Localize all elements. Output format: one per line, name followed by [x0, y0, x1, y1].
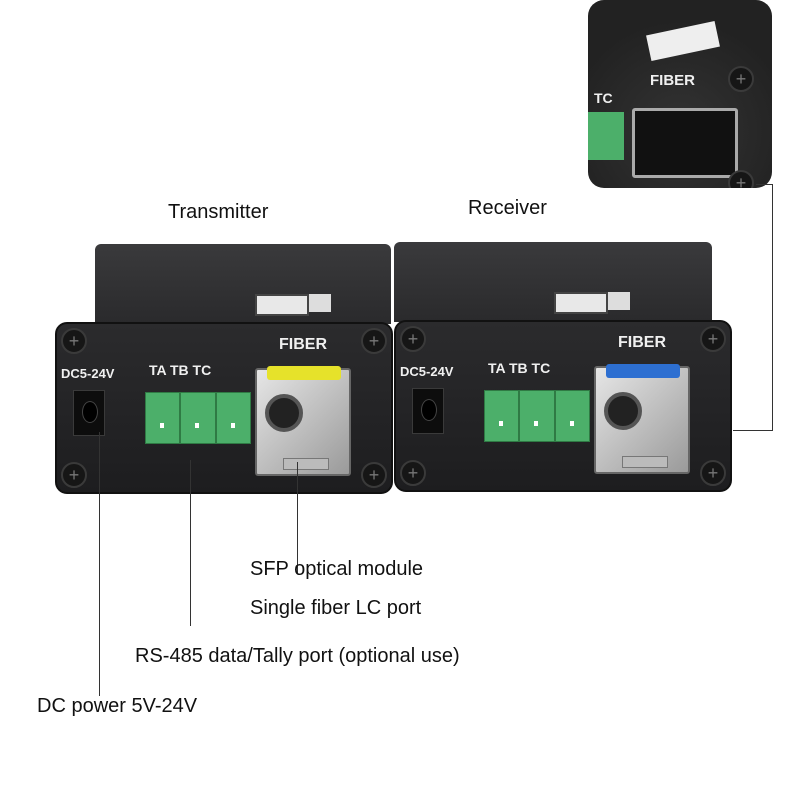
lc-port[interactable] — [265, 394, 303, 432]
callout-line-inset-vertical — [772, 184, 773, 431]
terminal-tc[interactable] — [217, 393, 250, 443]
terminal-label: TA TB TC — [149, 362, 212, 378]
sfp-module[interactable] — [594, 364, 690, 474]
screw-icon: + — [700, 460, 726, 486]
device-top — [394, 242, 712, 322]
device-top — [95, 244, 391, 324]
sfp-latch — [283, 458, 329, 470]
sfp-latch — [622, 456, 668, 468]
transmitter-device: + + + + DC5-24V TA TB TC FIBER — [55, 244, 395, 504]
lc-port[interactable] — [604, 392, 642, 430]
terminal-block — [588, 112, 624, 160]
receiver-heading: Receiver — [468, 197, 547, 219]
terminal-tb[interactable] — [520, 391, 556, 441]
inset-fiber-label: FIBER — [650, 72, 695, 89]
receiver-device: + + + + DC5-24V TA TB TC FIBER — [394, 242, 734, 502]
sfp-cage-inset: FIBER TC + + — [588, 0, 772, 188]
terminal-label: TA TB TC — [488, 360, 551, 376]
sfp-module[interactable] — [255, 366, 351, 476]
rs485-terminal-block[interactable] — [484, 390, 590, 442]
sfp-pull-tab[interactable] — [606, 364, 680, 378]
dc-power-jack[interactable] — [73, 390, 105, 436]
inset-terminal-label: TC — [594, 90, 613, 106]
product-label — [646, 21, 720, 61]
device-front-panel: + + + + DC5-24V TA TB TC FIBER — [394, 320, 732, 492]
terminal-tb[interactable] — [181, 393, 217, 443]
callout-lc-port: Single fiber LC port — [250, 597, 422, 619]
callout-rs485: RS-485 data/Tally port (optional use) — [135, 645, 460, 667]
power-label: DC5-24V — [400, 364, 454, 379]
callout-sfp: SFP optical module — [250, 558, 424, 580]
screw-icon: + — [728, 66, 754, 92]
product-label-secondary — [608, 292, 630, 310]
dc-power-jack[interactable] — [412, 388, 444, 434]
empty-sfp-cage — [632, 108, 738, 178]
terminal-ta[interactable] — [146, 393, 182, 443]
fiber-label: FIBER — [618, 334, 666, 351]
sfp-pull-tab[interactable] — [267, 366, 341, 380]
callout-line-sfp — [297, 462, 298, 574]
screw-icon: + — [700, 326, 726, 352]
callout-line-inset — [733, 430, 773, 431]
transmitter-heading: Transmitter — [168, 201, 269, 223]
device-front-panel: + + + + DC5-24V TA TB TC FIBER — [55, 322, 393, 494]
product-label — [554, 292, 608, 314]
screw-icon: + — [61, 328, 87, 354]
screw-icon: + — [61, 462, 87, 488]
screw-icon: + — [400, 460, 426, 486]
callout-dc-power: DC power 5V-24V — [37, 695, 198, 717]
product-label-secondary — [309, 294, 331, 312]
terminal-tc[interactable] — [556, 391, 589, 441]
screw-icon: + — [400, 326, 426, 352]
terminal-ta[interactable] — [485, 391, 521, 441]
callout-line-inset-top — [756, 184, 773, 185]
screw-icon: + — [361, 328, 387, 354]
screw-icon: + — [728, 170, 754, 188]
fiber-label: FIBER — [279, 336, 327, 353]
callout-line-rs485 — [190, 460, 191, 626]
screw-icon: + — [361, 462, 387, 488]
rs485-terminal-block[interactable] — [145, 392, 251, 444]
product-label — [255, 294, 309, 316]
callout-line-dc — [99, 432, 100, 696]
power-label: DC5-24V — [61, 366, 115, 381]
